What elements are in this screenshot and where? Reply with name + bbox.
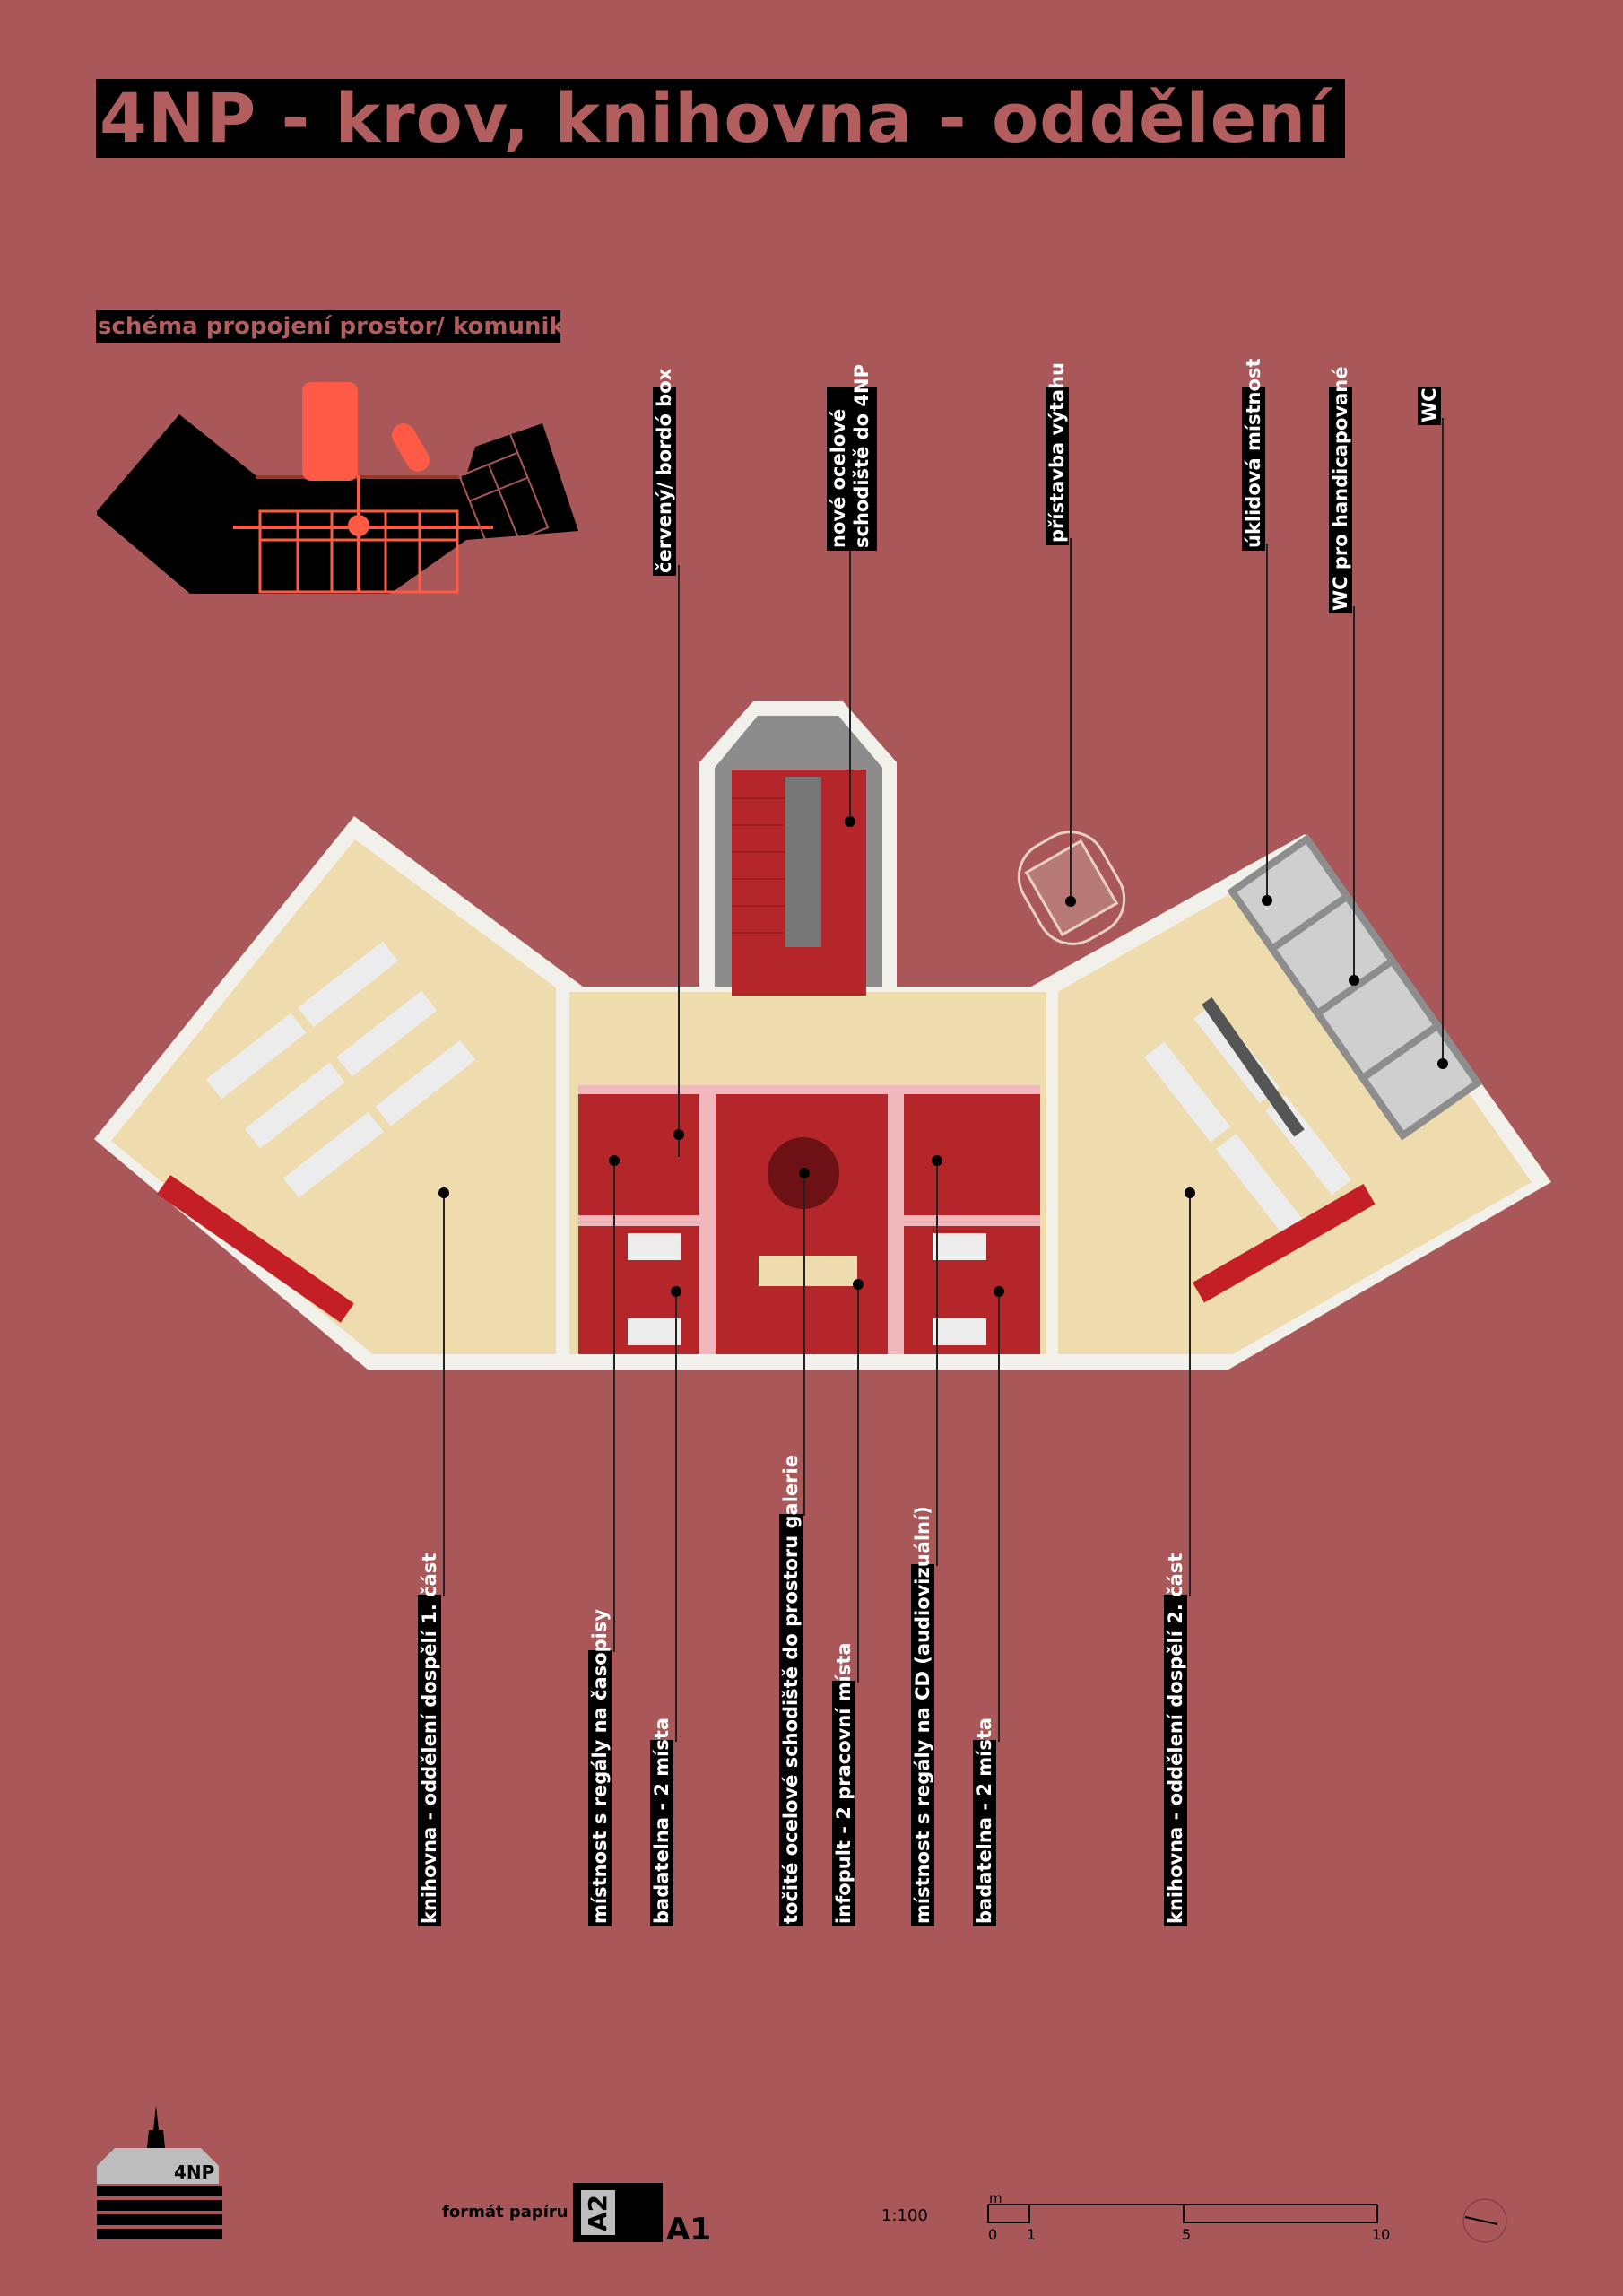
leader-line [936, 1161, 938, 1566]
leader-line [803, 1173, 805, 1516]
label-magazine-room: místnost s regály na časopisy [588, 1609, 612, 1926]
leader-line [1070, 538, 1072, 902]
label-red-box: červený/ bordó box [653, 369, 676, 576]
leader-line [849, 547, 851, 825]
floor-plan [94, 701, 1551, 1370]
label-library-adults-part1: knihovna - oddělení dospělí 1. část [418, 1553, 441, 1926]
leader-dot [438, 1187, 449, 1198]
scale-tick-10: 10 [1372, 2226, 1391, 2243]
floor-badge: 4NP [174, 2161, 215, 2183]
scale-unit: m [989, 2190, 1002, 2206]
leader-dot [845, 816, 855, 827]
leader-line [1189, 1193, 1191, 1596]
connection-scheme-diagram [97, 382, 578, 594]
scale-tick-0: 0 [988, 2226, 998, 2243]
page-title: 4NP - krov, knihovna - oddělení dospělí [96, 79, 1345, 158]
leader-dot [853, 1279, 864, 1290]
leader-dot [1185, 1187, 1195, 1198]
leader-dot [1065, 896, 1076, 907]
leader-line [1353, 606, 1355, 981]
leader-line [1442, 418, 1444, 1064]
label-study-room-left: badatelna - 2 místa [650, 1718, 673, 1926]
scale-bar [987, 2204, 1378, 2223]
leader-dot [799, 1168, 810, 1178]
paper-a2-box [579, 2188, 617, 2237]
label-cleaning-room: úklidová místnost [1242, 359, 1265, 551]
label-info-desk: infopult - 2 pracovní místa [832, 1642, 855, 1926]
label-wc-handicapped: WC pro handicapované [1329, 367, 1352, 613]
floor-level-icon [97, 2105, 222, 2239]
leader-dot [609, 1155, 620, 1166]
leader-dot [671, 1286, 681, 1297]
leader-dot [1437, 1058, 1448, 1069]
paper-format-label: formát papíru [442, 2203, 568, 2222]
leader-line [443, 1193, 445, 1596]
label-library-adults-part2: knihovna - oddělení dospělí 2. část [1164, 1553, 1187, 1926]
leader-dot [1349, 975, 1359, 986]
label-new-steel-stairs: nové ocelové schodiště do 4NP [827, 364, 877, 551]
paper-a1-label: A1 [666, 2212, 711, 2248]
leader-line [857, 1284, 859, 1683]
scheme-title: schéma propojení prostor/ komunikací [96, 310, 560, 343]
north-arrow-icon [1462, 2198, 1507, 2243]
label-cd-room: místnost s regály na CD (audiovizuální) [911, 1506, 934, 1926]
label-study-room-right: badatelna - 2 místa [973, 1718, 996, 1926]
label-spiral-staircase: točité ocelové schodiště do prostoru gal… [779, 1455, 803, 1926]
leader-dot [1262, 895, 1272, 906]
scale-tick-1: 1 [1027, 2226, 1037, 2243]
paper-a2-label: A2 [583, 2194, 612, 2231]
leader-dot [994, 1286, 1004, 1297]
label-wc: WC [1418, 387, 1441, 425]
leader-line [675, 1292, 677, 1742]
scale-ratio: 1:100 [881, 2206, 928, 2225]
leader-dot [932, 1155, 942, 1166]
label-elevator-annex: přístavba výtahu [1046, 362, 1069, 545]
scale-tick-5: 5 [1182, 2226, 1192, 2243]
leader-line [998, 1292, 1000, 1742]
leader-line [1266, 544, 1268, 902]
leader-dot [673, 1129, 684, 1140]
leader-line [613, 1161, 615, 1652]
leader-line [678, 565, 680, 1157]
